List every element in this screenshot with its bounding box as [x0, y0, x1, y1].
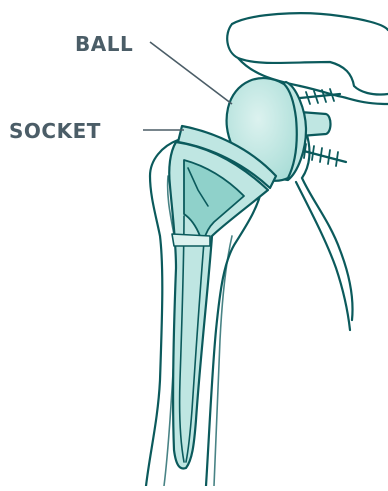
ball-label: BALL	[75, 32, 133, 56]
lower-screw	[300, 144, 346, 166]
ball-leader-line	[150, 42, 232, 104]
stem-neck-collar	[172, 234, 210, 246]
socket-label: SOCKET	[9, 119, 101, 143]
